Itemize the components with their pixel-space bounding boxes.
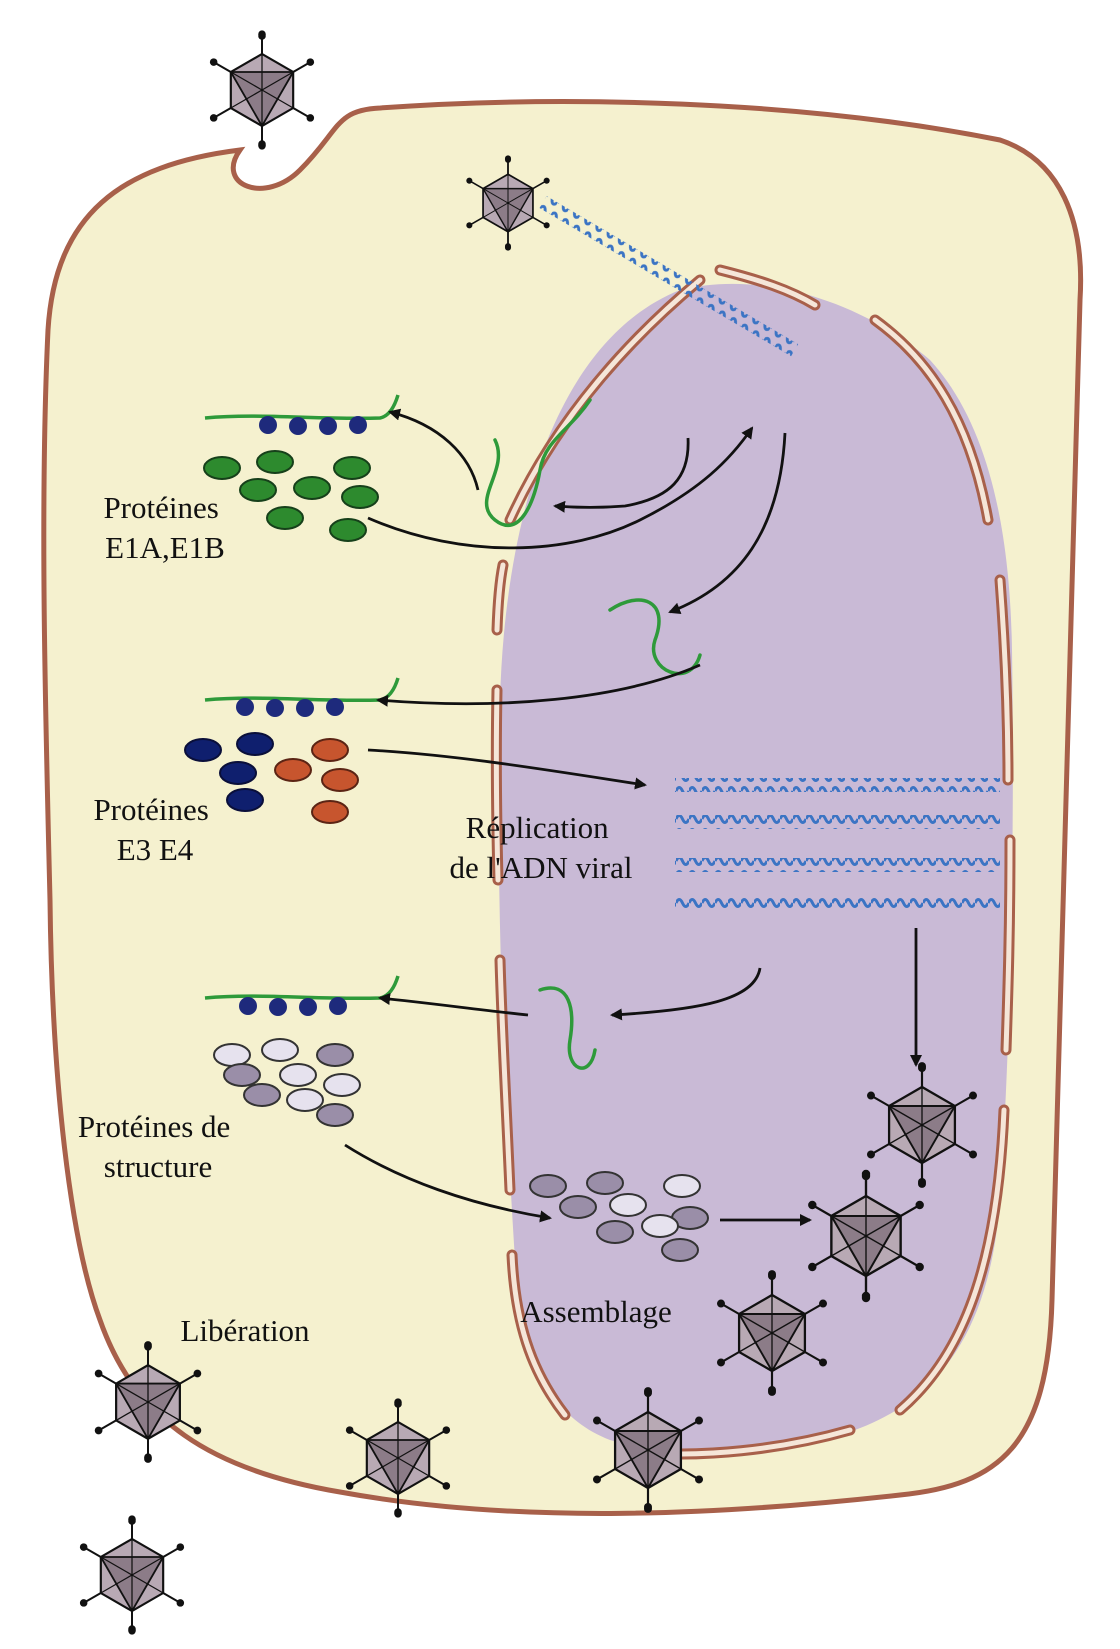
label-release: Libération xyxy=(180,1313,310,1348)
virion-released-3 xyxy=(80,1515,184,1634)
label-assembly: Assemblage xyxy=(520,1294,672,1329)
virion-extracellular-top xyxy=(210,30,314,149)
